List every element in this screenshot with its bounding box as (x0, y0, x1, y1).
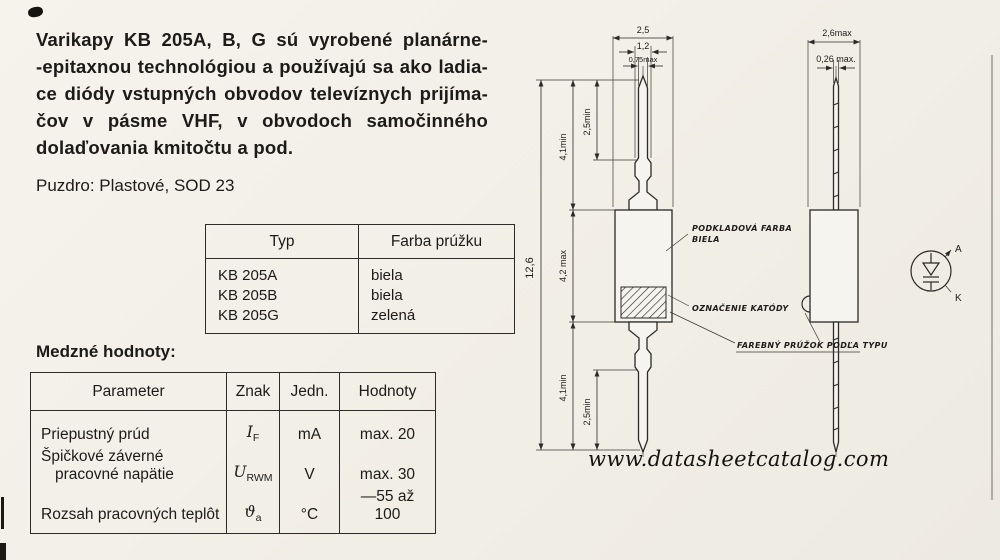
type-cell: KB 205B (205, 285, 359, 306)
footer-url: www.datasheetcatalog.com (588, 447, 890, 471)
symbol-cell: IF (226, 410, 280, 447)
limits-header-znak: Znak (226, 372, 280, 411)
value-cell: max. 20 (339, 410, 436, 447)
side-bottom-lead (832, 321, 840, 453)
dim-side-lead: 0,26 max. (816, 54, 856, 64)
intro-line: dolaďovania kmitočtu a pod. (36, 137, 294, 158)
label-stripe: FAREBNÝ PRÚŽOK PODĽA TYPU (737, 339, 888, 350)
dim-body: 4,2 max (558, 249, 568, 282)
symbol-sub: RWM (246, 472, 273, 485)
dim-tip-top: 2,5min (582, 108, 592, 135)
symbol-sub: F (252, 432, 260, 445)
package-line: Puzdro: Plastové, SOD 23 (36, 176, 235, 195)
color-cell: biela (371, 267, 403, 284)
color-cell: zelená (371, 307, 416, 324)
intro-paragraph: Varikapy KB 205A, B, G sú vyrobené planá… (36, 26, 488, 161)
parameter-cell: Rozsah pracovných teplôt (41, 506, 220, 524)
annotations: PODKLADOVÁ FARBA BIELA OZNAČENIE KATÓDY … (665, 222, 888, 353)
table-row: KB 205G zelená (205, 305, 515, 334)
dim-overall: 12,6 (524, 257, 536, 278)
intro-line: ce diódy vstupných obvodov televíznych p… (36, 83, 488, 104)
limits-header-parameter: Parameter (30, 372, 227, 411)
package-body-side (809, 209, 859, 323)
side-view: 2,6max 0,26 max. (801, 28, 861, 453)
parameter-cell: Špičkové záverné pracovné napätie (31, 446, 227, 486)
cathode-stripe-hatch (620, 286, 667, 319)
table-row: Špičkové záverné pracovné napätie URWM V… (31, 446, 436, 487)
scan-artifact (1, 497, 4, 529)
top-lead (628, 74, 658, 211)
type-cell: KB 205G (205, 305, 359, 334)
symbol-main: I (246, 423, 253, 441)
dim-lead-bottom: 4,1min (558, 374, 568, 401)
parameter-line: pracovné napätie (55, 466, 174, 484)
type-cell: KB 205A (205, 258, 359, 286)
bottom-lead (628, 321, 658, 454)
table-row: KB 205B biela (205, 285, 515, 306)
dim-lead-top: 4,1min (558, 133, 568, 160)
anode-label: A (955, 244, 962, 255)
limits-header-jedn: Jedn. (279, 372, 340, 411)
color-cell: biela (371, 287, 403, 304)
dim-top-width: 2,5 (637, 25, 650, 35)
type-table-header-row: Typ Farba prúžku (205, 224, 515, 259)
symbol-cell: URWM (226, 446, 280, 487)
scan-artifact (991, 55, 993, 500)
symbol-sub: a (255, 512, 262, 525)
intro-line: -epitaxnou technológiou a používajú sa a… (36, 56, 488, 77)
scan-artifact (27, 5, 44, 19)
label-base-color-line2: BIELA (692, 235, 720, 244)
side-top-lead (832, 75, 840, 211)
intro-line: Varikapy KB 205A, B, G sú vyrobené planá… (36, 29, 488, 50)
value-cell: —55 až 100 (339, 486, 436, 534)
varicap-symbol: A K (910, 244, 962, 304)
type-table-header-farba: Farba prúžku (358, 224, 515, 259)
dim-tip-bottom: 2,5min (582, 398, 592, 425)
limits-title: Medzné hodnoty: (36, 342, 176, 361)
cathode-bump (801, 295, 811, 313)
unit-cell: °C (279, 486, 340, 534)
package-drawing: 2,5 1,2 0,75max 2,5min 4,1min 12,6 4,2 m… (524, 25, 962, 460)
side-lead-ticks (833, 102, 839, 198)
table-row: Rozsah pracovných teplôt ϑa °C —55 až 10… (31, 486, 436, 534)
table-row: KB 205A biela (205, 258, 515, 286)
dim-lead-width: 0,75max (629, 55, 658, 64)
symbol-cell: ϑa (226, 486, 280, 534)
label-cathode-mark: OZNAČENIE KATÓDY (692, 302, 789, 313)
diode-triangle (921, 262, 941, 277)
dim-mid-width: 1,2 (637, 41, 650, 51)
symbol-circle (910, 250, 952, 292)
symbol-main: U (233, 463, 247, 481)
table-row: Priepustný prúd IF mA max. 20 (31, 410, 436, 447)
value-cell: max. 30 (339, 446, 436, 487)
type-table-header-typ: Typ (205, 224, 359, 259)
unit-cell: V (279, 446, 340, 487)
scan-artifact (0, 543, 6, 560)
limits-table: Parameter Znak Jedn. Hodnoty Priepustný … (30, 372, 436, 535)
unit-cell: mA (279, 410, 340, 447)
limits-header-hodnoty: Hodnoty (339, 372, 436, 411)
cathode-label: K (955, 293, 962, 304)
side-lead-ticks (833, 337, 839, 431)
parameter-line: Špičkové záverné (41, 448, 164, 466)
parameter-cell: Priepustný prúd (41, 426, 150, 444)
type-table: Typ Farba prúžku KB 205A biela KB 205B b… (205, 224, 515, 334)
symbol-main: ϑ (244, 503, 256, 521)
label-base-color-line1: PODKLADOVÁ FARBA (692, 222, 792, 233)
limits-header-row: Parameter Znak Jedn. Hodnoty (30, 372, 436, 411)
front-view: 2,5 1,2 0,75max 2,5min 4,1min 12,6 4,2 m… (524, 25, 674, 454)
dim-side-width: 2,6max (822, 28, 852, 38)
intro-line: čov v pásme VHF, v obvodoch samočinného (36, 110, 488, 131)
